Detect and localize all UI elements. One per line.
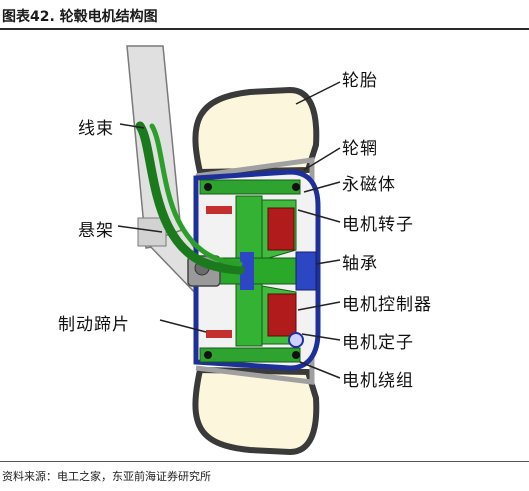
winding-bottom [199, 347, 301, 363]
label-rotor: 电机转子 [342, 215, 414, 235]
leader-controller [297, 301, 341, 311]
leader-winding [299, 361, 341, 379]
bolt-top-right [292, 183, 300, 191]
title-rule [0, 28, 529, 30]
leader-harness [119, 123, 145, 129]
leader-suspension [117, 225, 163, 233]
label-harness: 线束 [78, 119, 114, 139]
leader-brake-shoe [159, 319, 207, 333]
leader-tire [295, 81, 341, 105]
rotor-top [267, 207, 295, 251]
hub-motor-diagram: 轮胎 轮辋 永磁体 电机转子 轴承 电机控制器 电机定子 电机绕组 线束 悬架 … [0, 30, 529, 460]
leader-stator [301, 333, 341, 341]
label-brake-shoe: 制动蹄片 [58, 315, 130, 335]
leader-bearing [315, 259, 341, 265]
bolt-top [204, 183, 212, 191]
shaft-cap [295, 251, 317, 291]
label-suspension: 悬架 [78, 221, 114, 241]
label-magnet: 永磁体 [342, 175, 396, 195]
wiring-harness [135, 121, 245, 275]
label-stator: 电机定子 [342, 333, 414, 353]
winding-top [199, 179, 301, 195]
leader-rim [303, 147, 341, 171]
label-bearing: 轴承 [342, 254, 378, 274]
label-tire: 轮胎 [342, 71, 378, 91]
brake-shoe-top [206, 206, 232, 214]
brake-shoe-bottom [206, 330, 232, 338]
bolt-bottom-right [292, 351, 300, 359]
label-winding: 电机绕组 [342, 371, 414, 391]
tire-top [192, 87, 320, 175]
wiring-harness-2 [149, 123, 243, 267]
controller-block [267, 293, 297, 337]
tire-bottom [192, 367, 320, 455]
leader-rotor [297, 209, 341, 223]
label-controller: 电机控制器 [342, 295, 432, 315]
source-rule [0, 461, 529, 462]
leader-magnet [303, 181, 341, 193]
label-rim: 轮辋 [342, 139, 378, 159]
source-note: 资料来源：电工之家，东亚前海证券研究所 [2, 470, 211, 483]
figure-title: 图表42. 轮毂电机结构图 [2, 9, 158, 25]
bearing-block [240, 252, 254, 290]
bolt-bottom [204, 351, 212, 359]
stator-clip [288, 332, 304, 348]
